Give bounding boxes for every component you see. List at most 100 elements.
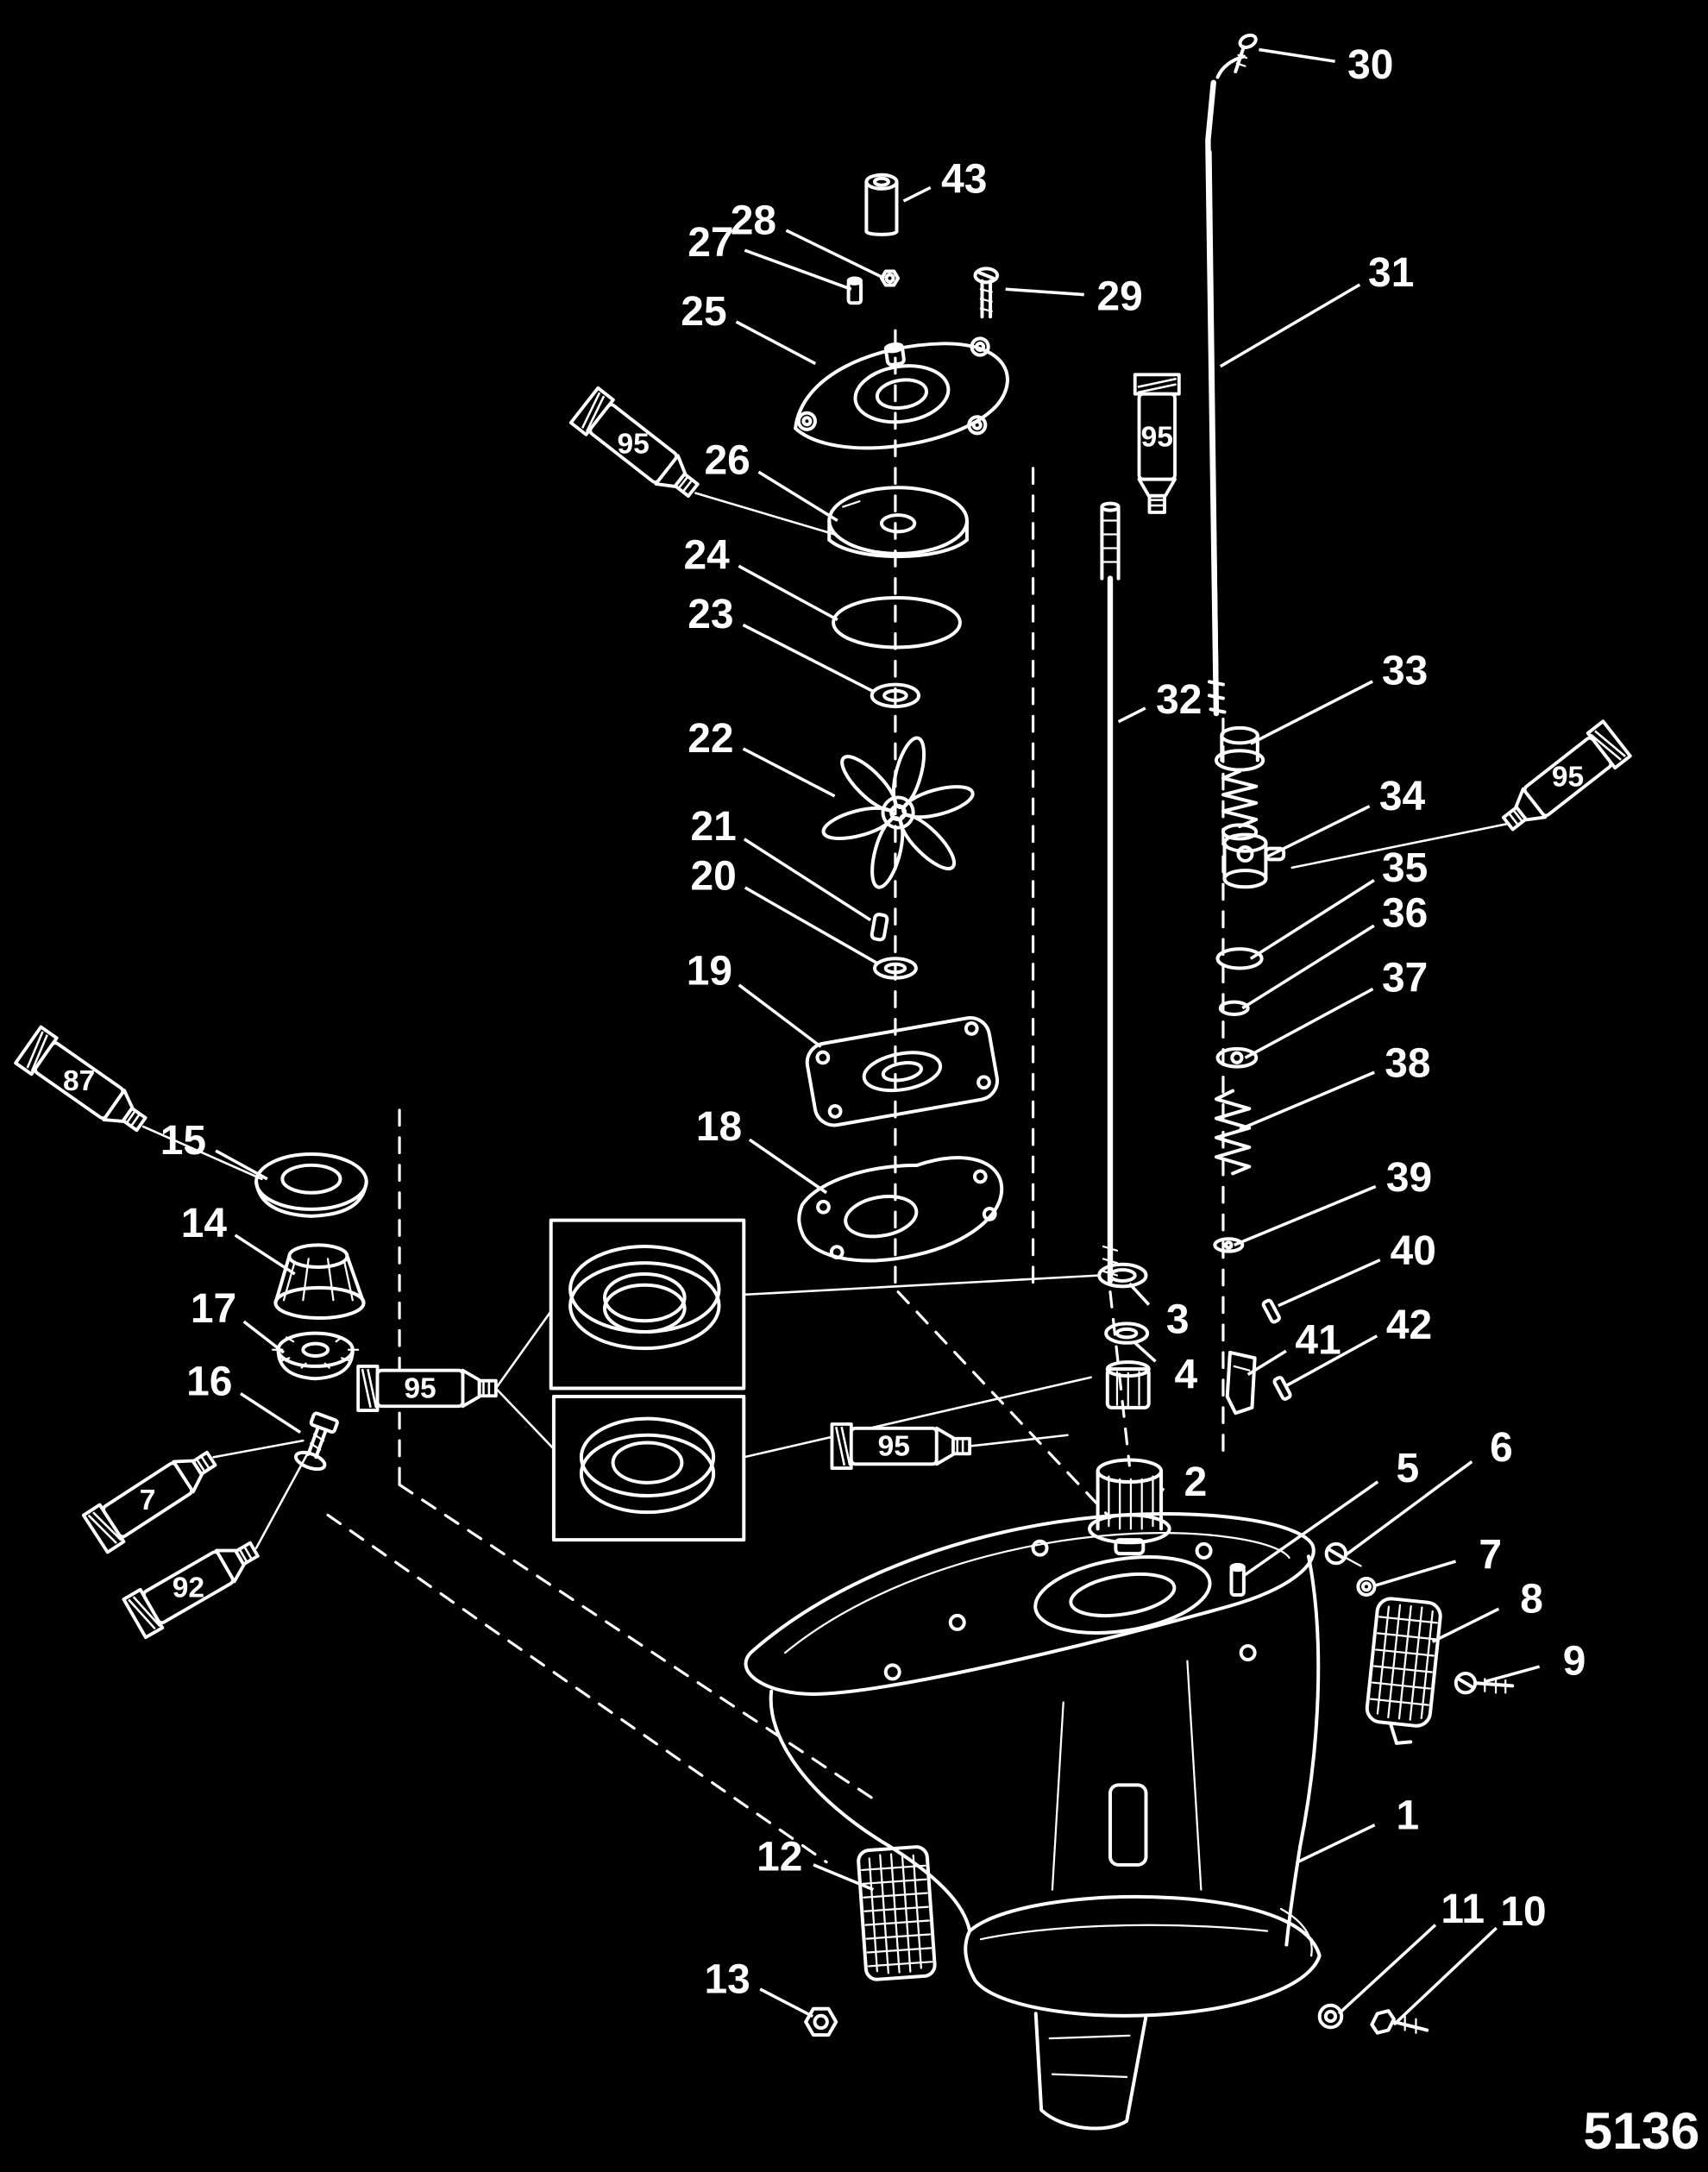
callout-number: 32 xyxy=(1156,677,1202,723)
water-pump-cover xyxy=(794,336,1009,450)
callout-leader-line xyxy=(1005,287,1084,297)
shift-linkage-column xyxy=(1213,725,1292,1416)
shift-bushing xyxy=(1214,725,1265,841)
callout-leader-line xyxy=(1337,1924,1437,2015)
callout-leader-line xyxy=(1117,706,1146,724)
callout-leader-line xyxy=(1249,879,1375,960)
callout-leader-line xyxy=(1250,680,1373,745)
callout-number: 9 xyxy=(1563,1639,1586,1685)
callout-number: 5 xyxy=(1397,1446,1420,1491)
callout-leader-line xyxy=(1375,1560,1457,1587)
shift-washer-small xyxy=(1218,1000,1250,1016)
callout-number: 34 xyxy=(1379,774,1426,819)
driveshaft xyxy=(1100,501,1121,1284)
callout-leader-line xyxy=(1259,47,1335,63)
callout-number: 22 xyxy=(688,716,733,762)
callout-number: 18 xyxy=(696,1104,742,1150)
callout-number: 31 xyxy=(1368,250,1414,296)
callout-number: 36 xyxy=(1382,891,1428,937)
callout-number: 37 xyxy=(1382,956,1428,1001)
shift-cam xyxy=(1225,1350,1257,1416)
callout-leader-line xyxy=(742,623,875,694)
shift-spring xyxy=(1214,1089,1252,1176)
callout-leader-line xyxy=(813,1863,875,1892)
callout-leader-line xyxy=(215,1149,268,1181)
callout-leader-line xyxy=(1266,805,1371,858)
lubricant-tube: 95 xyxy=(1133,373,1181,514)
lubricant-tube-label: 92 xyxy=(173,1572,204,1604)
callout-leader-line xyxy=(1241,924,1375,1010)
lubricant-tube-label: 95 xyxy=(878,1431,910,1463)
callout-leader-line xyxy=(1344,1460,1473,1557)
callout-number: 15 xyxy=(160,1118,206,1164)
inset-ball-bearing xyxy=(568,1245,721,1351)
lubricant-tube: 95 xyxy=(830,1422,972,1471)
callout-number: 17 xyxy=(191,1286,236,1332)
shift-shaft-rod xyxy=(1205,54,1246,717)
pump-base-seal-ring xyxy=(872,957,918,980)
callout-leader-line xyxy=(1242,1480,1379,1578)
lubricant-tube-label: 87 xyxy=(63,1065,95,1097)
callout-leader-line xyxy=(738,983,822,1048)
pump-seal xyxy=(870,682,921,709)
lubricant-tube: 92 xyxy=(122,1541,260,1640)
callout-number: 33 xyxy=(1382,649,1428,694)
callout-leader-line xyxy=(1244,987,1374,1059)
callout-number: 26 xyxy=(704,437,750,483)
anode-nut xyxy=(804,2006,838,2037)
callout-number: 35 xyxy=(1382,845,1428,891)
shift-pin-lower xyxy=(1272,1376,1292,1401)
callout-leader-line xyxy=(1159,1486,1165,1492)
callout-number: 23 xyxy=(688,592,733,637)
shift-o-ring xyxy=(1215,947,1264,970)
shift-cam-follower xyxy=(1222,832,1286,889)
callout-number: 40 xyxy=(1391,1228,1436,1274)
callout-number: 42 xyxy=(1386,1303,1432,1348)
callout-number: 19 xyxy=(687,949,732,995)
pinion-bolt xyxy=(293,1411,339,1472)
callout-leader-line xyxy=(242,1320,286,1354)
callout-number: 4 xyxy=(1174,1352,1197,1397)
splined-sleeve xyxy=(1105,1360,1151,1409)
bearing-race-ring xyxy=(254,1152,368,1218)
callout-leader-line xyxy=(744,248,852,291)
callout-leader-line xyxy=(757,470,838,523)
callout-leader-line xyxy=(1133,1341,1157,1363)
callout-number: 29 xyxy=(1097,273,1143,319)
callout-number: 8 xyxy=(1520,1577,1543,1623)
callout-number: 28 xyxy=(731,198,776,243)
pump-screw xyxy=(973,267,1000,319)
lubricant-tube-label: 7 xyxy=(140,1485,156,1516)
spacer-tube xyxy=(864,173,899,236)
callout-number: 13 xyxy=(704,1956,750,2002)
needle-bearing xyxy=(1097,1262,1148,1289)
callout-leader-line xyxy=(785,229,885,280)
callout-leader-line xyxy=(738,564,838,622)
lubricant-tube-label: 95 xyxy=(1141,421,1173,453)
callout-number: 7 xyxy=(1479,1533,1502,1579)
water-intake-screen xyxy=(1365,1597,1442,1745)
callout-leader-line xyxy=(1484,1665,1541,1684)
shift-shaft-screw xyxy=(1234,33,1258,74)
figure-number: 5136 xyxy=(1583,2101,1699,2160)
callout-leader-line xyxy=(1285,1334,1378,1387)
pump-face-plate xyxy=(805,1016,1000,1127)
callout-leader-line xyxy=(742,747,836,798)
lubricant-tube: 87 xyxy=(14,1025,148,1133)
callout-number: 27 xyxy=(688,220,733,266)
callout-leader-line xyxy=(1239,1070,1375,1131)
callout-number: 41 xyxy=(1295,1318,1341,1364)
callout-number: 21 xyxy=(690,804,736,850)
callout-number: 38 xyxy=(1385,1041,1430,1087)
callout-leader-line xyxy=(1219,283,1361,368)
callout-number: 12 xyxy=(757,1834,802,1880)
pump-o-ring xyxy=(832,595,962,650)
lubricant-application-lines xyxy=(141,492,1510,1549)
retaining-ring xyxy=(1104,1321,1150,1345)
housing-washer xyxy=(1317,2003,1344,2030)
lubricant-tube: 95 xyxy=(568,386,700,499)
lubricant-tube: 7 xyxy=(81,1450,217,1554)
callout-leader-line xyxy=(1128,1282,1151,1306)
shift-washer-lower xyxy=(1213,1237,1245,1253)
